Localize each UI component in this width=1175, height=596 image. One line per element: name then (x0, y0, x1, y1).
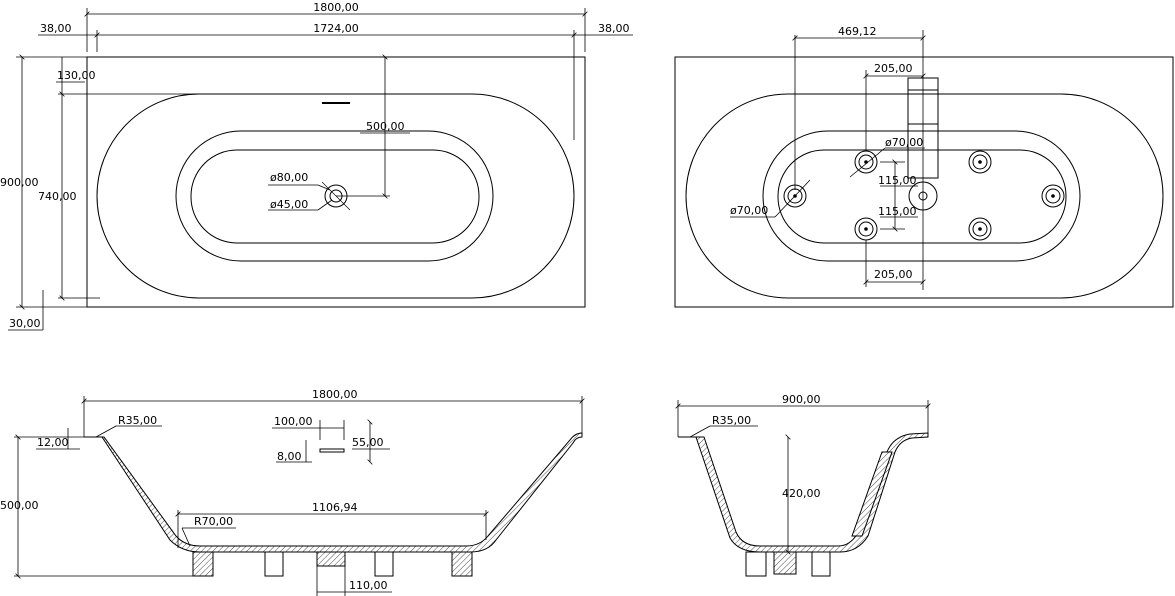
label-spacing-top: 205,00 (874, 62, 913, 75)
label-margin-right: 38,00 (598, 22, 630, 35)
label-rim-thickness: 12,00 (37, 436, 69, 449)
label-margin-left: 38,00 (40, 22, 72, 35)
jet-bottom-left (854, 217, 878, 241)
label-side-length: 1800,00 (312, 388, 358, 401)
jet-bottom-right (968, 217, 992, 241)
label-vertical-spacing-1: 115,00 (878, 174, 917, 187)
foot-2 (264, 551, 284, 577)
end-section-view: 900,00 R35,00 420,00 (675, 393, 931, 577)
label-overflow-width: 100,00 (274, 415, 313, 428)
drain-fitting (316, 551, 346, 567)
label-end-width: 900,00 (782, 393, 821, 406)
foot-3 (374, 551, 394, 577)
label-drain-inner-dia: ø45,00 (270, 198, 308, 211)
jet-basin-floor (777, 149, 1067, 244)
label-overall-width: 900,00 (0, 176, 39, 189)
label-jet-dia-top: ø70,00 (885, 136, 923, 149)
label-drain-outer-dia: ø80,00 (270, 171, 308, 184)
label-overflow-height: 55,00 (352, 436, 384, 449)
label-jet-dia-left: ø70,00 (730, 204, 768, 217)
plan-view: 1800,00 1724,00 38,00 38,00 900,00 740,0… (0, 1, 633, 331)
end-wall-inner (851, 451, 893, 537)
overflow-slot-section (319, 448, 345, 453)
label-end-rim-radius: R35,00 (712, 414, 751, 427)
label-drain-offset: 500,00 (366, 120, 405, 133)
plan-basin-floor (190, 149, 480, 244)
label-inner-width: 740,00 (38, 190, 77, 203)
side-section-view: 1800,00 R35,00 12,00 500,00 100,00 55,00… (0, 388, 585, 596)
label-overflow-slot: 8,00 (277, 450, 302, 463)
label-overall-length: 1800,00 (313, 1, 359, 14)
side-shell-section (84, 432, 583, 553)
jet-basin-outer (685, 93, 1164, 299)
end-drain (773, 551, 797, 575)
jet-view: 469,12 205,00 205,00 ø70,00 ø70,00 115,0… (674, 25, 1174, 308)
plan-outline (86, 56, 586, 308)
jet-basin-step (762, 130, 1081, 262)
jet-top-left (854, 150, 878, 174)
foot-4 (451, 551, 473, 577)
label-side-height: 500,00 (0, 499, 39, 512)
label-side-rim-radius: R35,00 (118, 414, 157, 427)
label-bottom-offset: 30,00 (9, 317, 41, 330)
plan-basin-step (175, 130, 494, 262)
label-floor-length: 1106,94 (312, 501, 358, 514)
jet-outline (674, 56, 1174, 308)
label-inner-length: 1724,00 (313, 22, 359, 35)
label-vertical-spacing-2: 115,00 (878, 205, 917, 218)
label-end-depth: 420,00 (782, 487, 821, 500)
label-drain-width: 110,00 (349, 579, 388, 592)
jet-right (1041, 184, 1065, 208)
label-floor-radius: R70,00 (194, 515, 233, 528)
foot-1 (192, 551, 214, 577)
end-foot-1 (745, 551, 767, 577)
plan-basin-outer (96, 93, 575, 299)
label-jet-offset: 469,12 (838, 25, 877, 38)
label-spacing-bottom: 205,00 (874, 268, 913, 281)
jet-top-right (968, 150, 992, 174)
label-top-offset: 130,00 (57, 69, 96, 82)
end-foot-2 (811, 551, 831, 577)
